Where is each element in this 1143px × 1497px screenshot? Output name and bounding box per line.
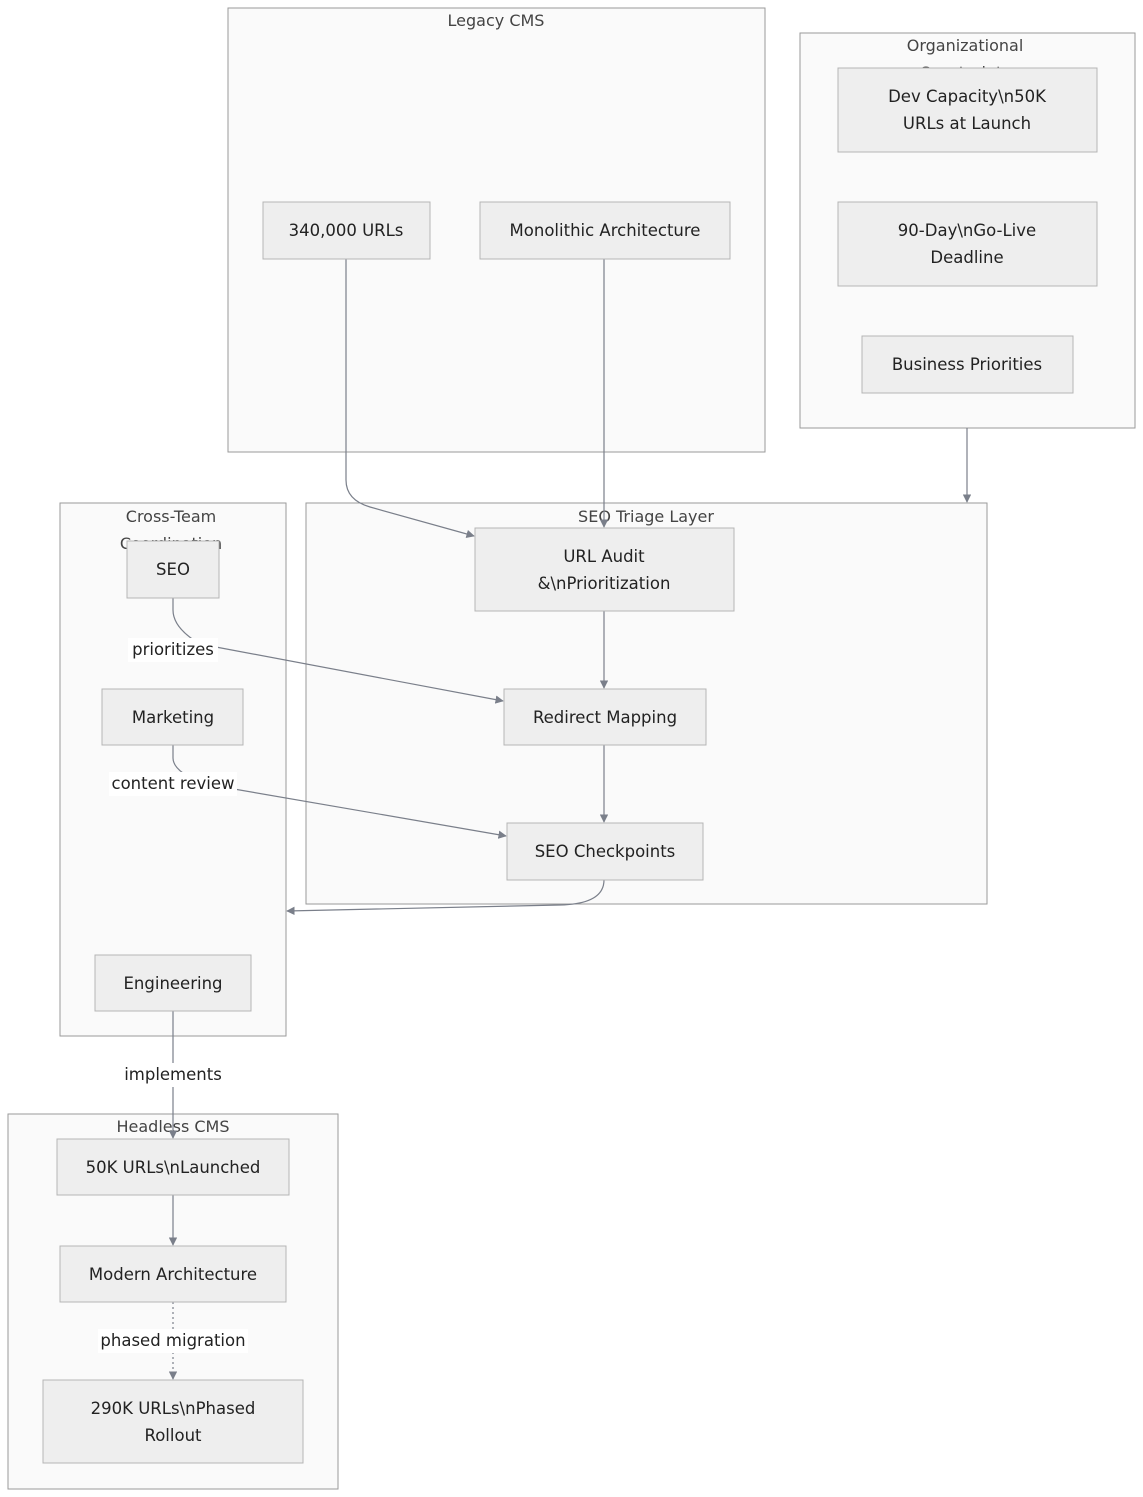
svg-text:Rollout: Rollout <box>144 1426 202 1445</box>
node-url-audit: URL Audit &\nPrioritization <box>474 527 735 612</box>
svg-text:Modern Architecture: Modern Architecture <box>89 1265 257 1284</box>
svg-text:SEO: SEO <box>156 560 190 579</box>
svg-text:290K URLs\nPhased: 290K URLs\nPhased <box>91 1399 256 1418</box>
edge-label-phased-migration: phased migration <box>98 1329 248 1353</box>
svg-text:content review: content review <box>112 774 235 793</box>
node-modern-architecture: Modern Architecture <box>59 1245 287 1303</box>
node-monolithic-architecture: Monolithic Architecture <box>479 201 731 260</box>
edge-checkpoints-to-coordination <box>286 879 605 916</box>
edge-label-content-review: content review <box>109 772 237 796</box>
node-seo: SEO <box>126 540 220 599</box>
svg-text:Monolithic Architecture: Monolithic Architecture <box>510 221 701 240</box>
node-290k-urls-phased-rollout: 290K URLs\nPhased Rollout <box>42 1379 304 1464</box>
node-dev-capacity: Dev Capacity\n50K URLs at Launch <box>837 67 1098 153</box>
node-50k-urls-launched: 50K URLs\nLaunched <box>56 1138 290 1196</box>
svg-text:&\nPrioritization: &\nPrioritization <box>538 574 671 593</box>
svg-text:90-Day\nGo-Live: 90-Day\nGo-Live <box>898 221 1036 240</box>
svg-text:Dev Capacity\n50K: Dev Capacity\n50K <box>888 87 1047 106</box>
cluster-triage-title: SEO Triage Layer <box>578 507 714 526</box>
cluster-legacy-cms-title: Legacy CMS <box>448 11 545 30</box>
svg-text:phased migration: phased migration <box>100 1331 245 1350</box>
node-go-live-deadline: 90-Day\nGo-Live Deadline <box>837 201 1098 287</box>
svg-text:Redirect Mapping: Redirect Mapping <box>533 708 677 727</box>
cluster-coord-title-line1: Cross-Team <box>126 507 216 526</box>
svg-text:URLs at Launch: URLs at Launch <box>903 114 1031 133</box>
edge-urls-to-audit <box>345 259 475 539</box>
cluster-org-title-line1: Organizational <box>907 36 1024 55</box>
node-redirect-mapping: Redirect Mapping <box>503 688 707 746</box>
edge-label-prioritizes: prioritizes <box>128 638 218 662</box>
svg-text:implements: implements <box>124 1065 222 1084</box>
node-340000-urls: 340,000 URLs <box>262 201 431 260</box>
node-business-priorities: Business Priorities <box>861 335 1074 394</box>
node-marketing: Marketing <box>101 688 244 746</box>
svg-text:50K URLs\nLaunched: 50K URLs\nLaunched <box>86 1158 261 1177</box>
svg-text:Engineering: Engineering <box>124 974 223 993</box>
edge-label-implements: implements <box>120 1063 226 1087</box>
svg-text:URL Audit: URL Audit <box>563 547 645 566</box>
node-seo-checkpoints: SEO Checkpoints <box>506 822 704 881</box>
svg-text:Deadline: Deadline <box>930 248 1003 267</box>
svg-text:340,000 URLs: 340,000 URLs <box>289 221 404 240</box>
node-engineering: Engineering <box>94 954 252 1012</box>
svg-text:prioritizes: prioritizes <box>132 640 214 659</box>
svg-text:Marketing: Marketing <box>132 708 214 727</box>
svg-text:SEO Checkpoints: SEO Checkpoints <box>535 842 676 861</box>
svg-text:Business Priorities: Business Priorities <box>892 355 1042 374</box>
